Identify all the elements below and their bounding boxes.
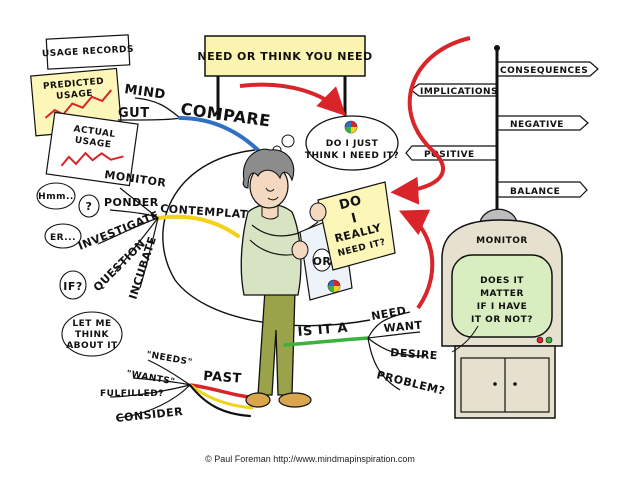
bubble-if: IF?	[63, 280, 83, 293]
usage-records-label: USAGE RECORDS	[42, 45, 135, 60]
central-loop-curve	[162, 149, 371, 327]
branch-mind: MIND	[123, 82, 166, 103]
think-line-3: ABOUT IT	[66, 341, 118, 351]
branch-ponder: PONDER	[104, 196, 159, 209]
red-arrows	[239, 36, 471, 310]
branch-fulfilled: FULFILLED?	[100, 389, 164, 399]
thought-line-1: DO I JUST	[326, 139, 379, 149]
arrow-monitor-to-paper	[398, 209, 435, 310]
sign-positive: POSITIVE	[424, 150, 475, 160]
past-title: PAST	[203, 369, 243, 387]
branch-want: WANT	[383, 319, 423, 335]
monitor-screen-1: DOES IT	[480, 276, 524, 286]
arrow-sign-to-bubble	[239, 82, 346, 116]
monitor-screen-4: IT OR NOT?	[471, 315, 533, 325]
held-paper: OR DO I REALLY NEED IT?	[291, 181, 396, 301]
bubble-hmm: Hmm..	[38, 192, 74, 202]
predicted-label-2: USAGE	[56, 89, 94, 102]
branch-desire: DESIRE	[390, 346, 438, 362]
actual-usage-graph	[60, 151, 124, 167]
copyright-credit: © Paul Foreman http://www.mindmapinspira…	[205, 454, 415, 464]
past-branch: PAST "NEEDS" "WANTS" FULFILLED? CONSIDER	[100, 350, 260, 425]
arrow-signpost-to-paper	[390, 36, 471, 205]
compare-branch: MIND GUT COMPARE	[117, 82, 272, 152]
person-figure	[240, 148, 323, 408]
predicted-usage-graph	[44, 89, 113, 119]
branch-monitor: MONITOR	[104, 168, 168, 190]
monitor-screen-3: IF I HAVE	[477, 302, 528, 312]
bubble-er: ER...	[50, 233, 76, 243]
paper-or: OR	[313, 255, 332, 268]
sign-balance: BALANCE	[510, 187, 560, 197]
branch-gut: GUT	[118, 106, 150, 121]
monitor-screen-2: MATTER	[480, 289, 524, 299]
branch-wants: "WANTS"	[125, 369, 176, 387]
contemplate-branch: CONTEMPLATE MONITOR PONDER INVESTIGATE Q…	[76, 168, 256, 301]
signpost: CONSEQUENCES IMPLICATIONS NEGATIVE POSIT…	[405, 45, 599, 222]
bubble-question: ?	[86, 200, 93, 213]
small-bubbles: Hmm.. ? ER... IF? LET ME THINK ABOUT IT	[36, 182, 123, 357]
sign-implications: IMPLICATIONS	[420, 87, 498, 97]
is-it-a-branch: IS IT A NEED WANT DESIRE PROBLEM?	[283, 304, 446, 398]
thought-line-2: THINK I NEED IT?	[305, 151, 399, 161]
think-line-1: LET ME	[72, 319, 111, 329]
thought-bubble: DO I JUST THINK I NEED IT?	[272, 115, 399, 171]
think-line-2: THINK	[75, 330, 110, 340]
branch-consider: CONSIDER	[115, 405, 184, 425]
usage-records-group: USAGE RECORDS PREDICTED USAGE ACTUAL USA…	[30, 34, 139, 187]
need-or-think-sign: NEED OR THINK YOU NEED	[197, 35, 372, 120]
sign-negative: NEGATIVE	[510, 120, 564, 130]
branch-problem: PROBLEM?	[375, 368, 446, 398]
sign-consequences: CONSEQUENCES	[500, 66, 588, 76]
sign-text: NEED OR THINK YOU NEED	[197, 50, 372, 63]
monitor-device: MONITOR DOES IT MATTER IF I HAVE IT OR N…	[441, 208, 563, 419]
branch-need: NEED	[370, 304, 407, 323]
paper-line-2: I	[350, 211, 359, 227]
is-it-a-title: IS IT A	[297, 321, 349, 340]
branch-needs: "NEEDS"	[145, 350, 193, 368]
paper-line-1: DO	[338, 193, 364, 213]
monitor-label: MONITOR	[476, 236, 528, 246]
